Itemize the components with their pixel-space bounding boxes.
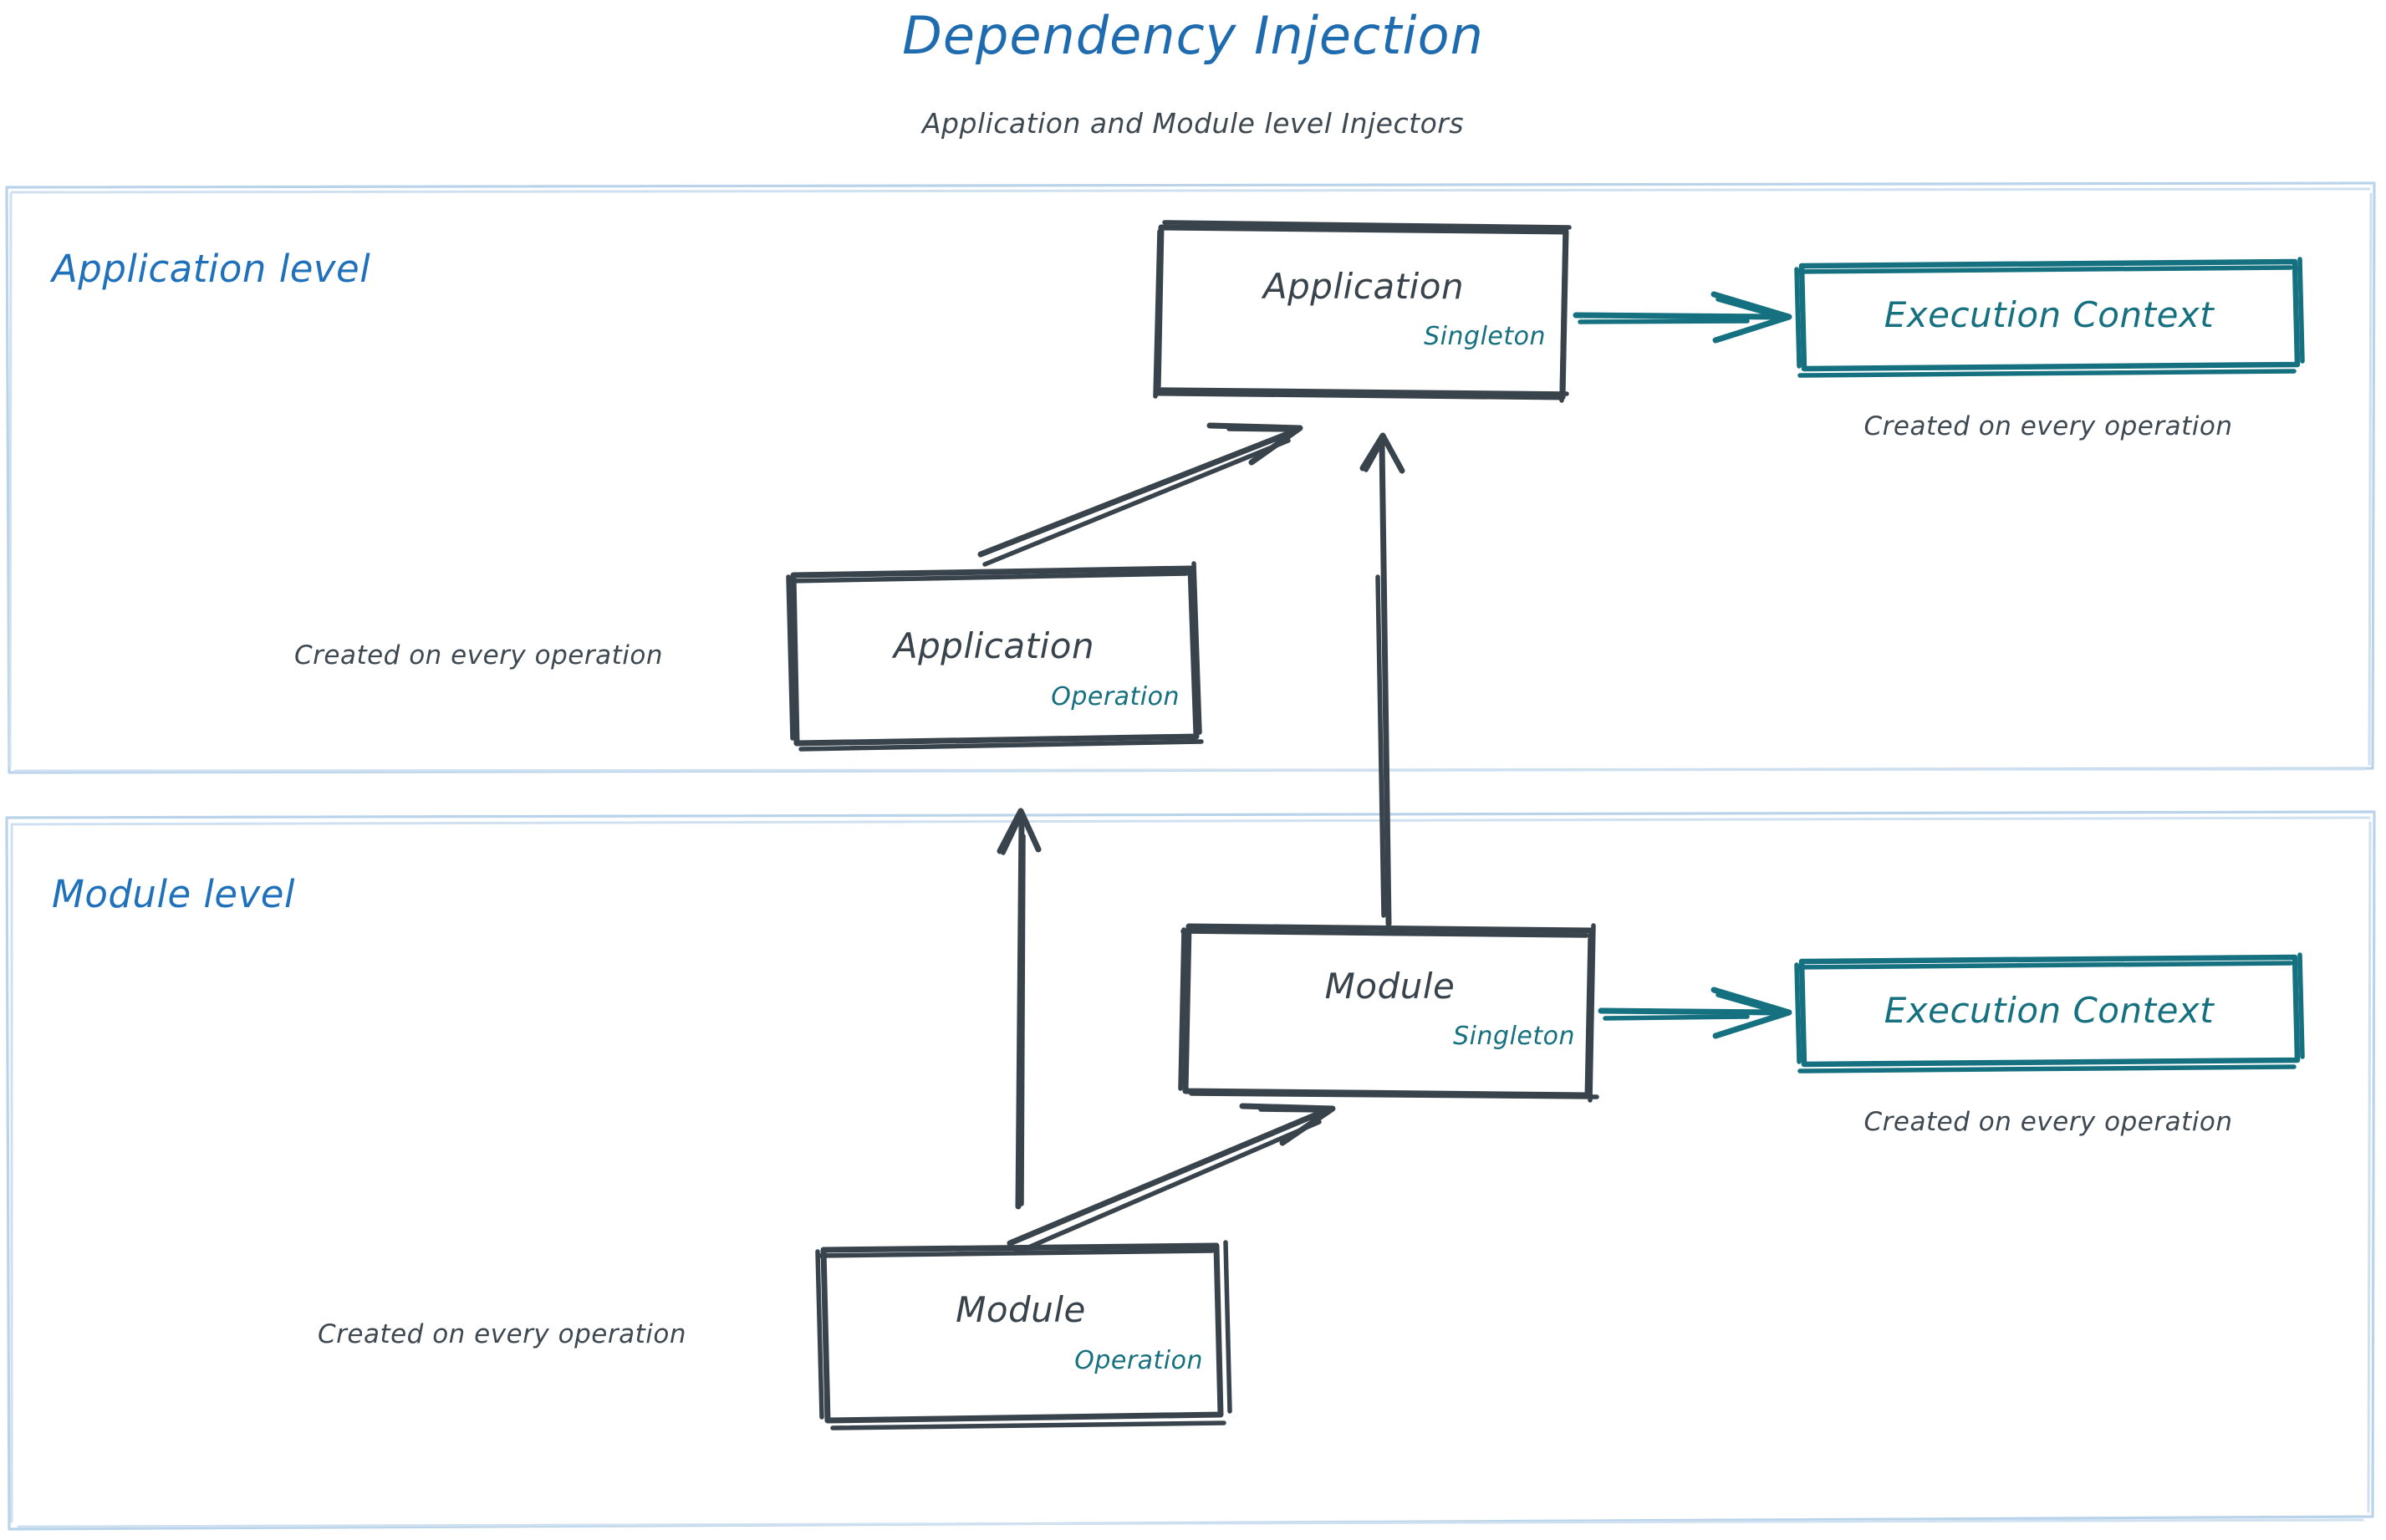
node-module-singleton[interactable] — [1178, 923, 1599, 1103]
node-application-singleton[interactable] — [1153, 220, 1572, 403]
node-title-execution-context-application: Execution Context — [1884, 294, 2215, 335]
node-title-application-operation: Application — [893, 625, 1095, 666]
node-title-module-operation: Module — [956, 1289, 1086, 1330]
group-label-application-level: Application level — [52, 247, 371, 291]
node-title-execution-context-module: Execution Context — [1884, 990, 2215, 1031]
caption-execution-context-module: Created on every operation — [1863, 1107, 2233, 1137]
node-scope-application-singleton: Singleton — [1424, 322, 1546, 351]
edge-module-singleton-to-app-singleton — [1359, 432, 1405, 927]
node-module-operation[interactable] — [815, 1240, 1232, 1430]
page-subtitle: Application and Module level Injectors — [921, 107, 1465, 140]
edge-app-operation-to-app-singleton — [977, 422, 1303, 567]
edge-app-singleton-to-exec-context — [1573, 291, 1792, 344]
node-title-application-singleton: Application — [1262, 266, 1465, 307]
caption-execution-context-application: Created on every operation — [1863, 411, 2233, 441]
page-title: Dependency Injection — [902, 5, 1484, 66]
group-label-module-level: Module level — [52, 872, 295, 916]
node-scope-module-singleton: Singleton — [1453, 1022, 1575, 1051]
node-title-module-singleton: Module — [1324, 966, 1456, 1007]
container-module-level — [5, 810, 2376, 1531]
caption-module-operation: Created on every operation — [318, 1319, 686, 1349]
node-scope-application-operation: Operation — [1051, 682, 1180, 711]
edge-module-operation-to-app-operation — [997, 808, 1042, 1210]
edge-module-singleton-to-exec-context — [1598, 987, 1792, 1039]
caption-application-operation: Created on every operation — [294, 640, 663, 671]
node-scope-module-operation: Operation — [1074, 1346, 1203, 1375]
edge-module-operation-to-module-singleton — [1007, 1103, 1336, 1256]
